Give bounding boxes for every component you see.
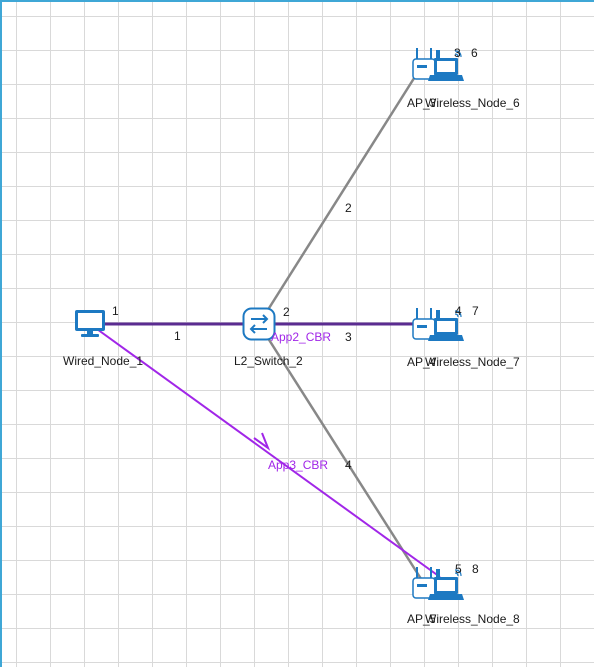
switch-icon (242, 307, 276, 341)
link-1-label: 1 (174, 329, 181, 343)
wireless-node-8-name: Wireless_Node_8 (425, 612, 520, 626)
ap-4-port: 4 (455, 304, 462, 318)
wired-node-name: Wired_Node_1 (63, 354, 144, 368)
laptop-icon (428, 50, 464, 81)
link-switch-wireless-8[interactable] (257, 323, 425, 583)
wired-node[interactable] (72, 308, 108, 338)
switch-node[interactable] (242, 307, 276, 341)
wireless-6-port: 6 (471, 46, 478, 60)
wireless-8-port: 8 (472, 562, 479, 576)
app2-label[interactable]: App2_CBR (271, 330, 332, 344)
ap-4-name: AP_4 (407, 355, 435, 369)
desktop-icon (75, 310, 105, 337)
ap-3-port: 3 (454, 46, 461, 60)
wireless-node-8[interactable] (427, 567, 465, 603)
app3-label[interactable]: App3_CBR (268, 458, 329, 472)
switch-node-port: 2 (283, 305, 290, 319)
ap-3-name: AP_3 (407, 96, 435, 110)
access-point-icon (412, 567, 436, 599)
laptop-icon (428, 310, 464, 341)
switch-node-name: L2_Switch_2 (234, 354, 303, 368)
ap-5-name: AP_5 (407, 612, 435, 626)
ap-5-port: 5 (455, 562, 462, 576)
link-3-label: 3 (345, 330, 352, 344)
wireless-node-7[interactable] (427, 308, 465, 344)
wireless-7-port: 7 (472, 304, 479, 318)
link-4-label: 4 (345, 458, 352, 472)
laptop-icon (428, 569, 464, 600)
app3-flow-arrow (253, 432, 271, 451)
link-switch-wireless-6[interactable] (257, 63, 425, 325)
wireless-node-6[interactable] (427, 48, 465, 84)
wireless-node-6-name: Wireless_Node_6 (425, 96, 520, 110)
app3-flow-line[interactable] (89, 323, 441, 578)
wired-node-port: 1 (112, 304, 119, 318)
access-point-5[interactable] (412, 565, 436, 601)
link-2-label: 2 (345, 201, 352, 215)
wireless-node-7-name: Wireless_Node_7 (425, 355, 520, 369)
